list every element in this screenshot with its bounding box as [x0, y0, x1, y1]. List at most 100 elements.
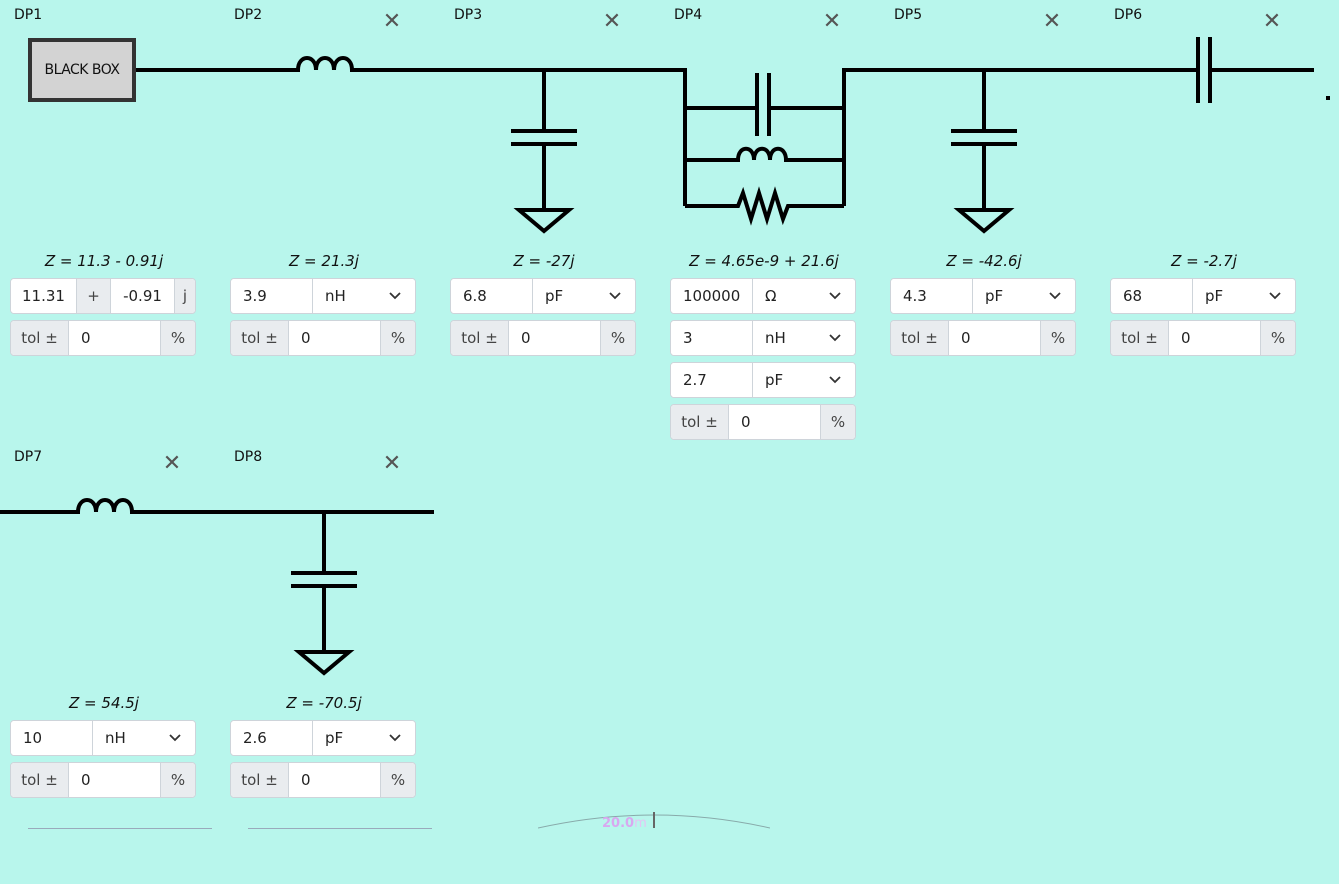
parallel-rlc-symbol	[660, 68, 880, 226]
dp7-unit-select[interactable]: nH	[93, 721, 195, 755]
shunt-capacitor-symbol	[291, 512, 357, 676]
dp6-tol-unit: %	[1261, 321, 1295, 355]
chevron-down-icon	[1049, 292, 1061, 300]
dp2-schematic	[220, 56, 440, 72]
dp3-unit-select[interactable]: pF	[533, 279, 635, 313]
dp5-unit-select[interactable]: pF	[973, 279, 1075, 313]
dp2-unit-text: nH	[325, 287, 346, 305]
panel-dp6: DP6 ✕ Z = -2.7j pF tol ± %	[1100, 0, 1330, 442]
chevron-down-icon	[609, 292, 621, 300]
dp7-impedance: Z = 54.5j	[69, 694, 139, 712]
dp7-schematic	[0, 498, 220, 514]
chevron-down-icon	[829, 376, 841, 384]
dp4-label: DP4	[674, 7, 703, 23]
dp1-tol-unit: %	[161, 321, 195, 355]
dp6-tol-input[interactable]	[1169, 321, 1261, 355]
dp4-capacitance-input[interactable]	[671, 363, 753, 397]
next-row-stub	[248, 828, 432, 829]
port-dot	[1326, 96, 1330, 100]
dp4-schematic	[660, 68, 880, 226]
chevron-down-icon	[389, 292, 401, 300]
dp1-impedance: Z = 11.3 - 0.91j	[44, 252, 164, 270]
dp5-value-input[interactable]	[891, 279, 973, 313]
dp5-tolerance-group: tol ± %	[890, 320, 1076, 356]
dp3-tolerance-group: tol ± %	[450, 320, 636, 356]
dp5-value-group: pF	[890, 278, 1076, 314]
dp8-unit-select[interactable]: pF	[313, 721, 415, 755]
dp8-tol-unit: %	[381, 763, 415, 797]
dp2-tol-unit: %	[381, 321, 415, 355]
dp6-close-icon[interactable]: ✕	[1262, 9, 1282, 34]
dp8-value-input[interactable]	[231, 721, 313, 755]
dp4-resistance-group: Ω	[670, 278, 856, 314]
dp5-tol-unit: %	[1041, 321, 1075, 355]
dp4-tol-input[interactable]	[729, 405, 821, 439]
dp4-capacitance-unit-text: pF	[765, 371, 784, 389]
dp1-imag-input[interactable]	[111, 279, 175, 313]
black-box[interactable]: BLACK BOX	[28, 38, 136, 102]
dp6-tolerance-group: tol ± %	[1110, 320, 1296, 356]
dp4-inductance-input[interactable]	[671, 321, 753, 355]
dp7-unit-text: nH	[105, 729, 126, 747]
dp2-label: DP2	[234, 7, 263, 23]
dp6-tol-label: tol ±	[1111, 321, 1169, 355]
dp5-tol-label: tol ±	[891, 321, 949, 355]
dp5-tol-input[interactable]	[949, 321, 1041, 355]
dp1-plus-sign: +	[77, 279, 111, 313]
wavelength-scale[interactable]: 20.0m	[538, 808, 770, 842]
dp6-label: DP6	[1114, 7, 1143, 23]
panel-dp4: DP4 ✕ Z = 4.65e-9 + 21.6j Ω nH	[660, 0, 880, 442]
dp4-tol-unit: %	[821, 405, 855, 439]
dp2-close-icon[interactable]: ✕	[382, 9, 402, 34]
dp8-tol-input[interactable]	[289, 763, 381, 797]
dp3-tol-input[interactable]	[509, 321, 601, 355]
dp4-resistance-unit-select[interactable]: Ω	[753, 279, 855, 313]
series-inductor-symbol	[220, 56, 440, 72]
dp6-impedance: Z = -2.7j	[1171, 252, 1237, 270]
dp2-tol-input[interactable]	[289, 321, 381, 355]
dp6-unit-select[interactable]: pF	[1193, 279, 1295, 313]
dp8-schematic	[220, 510, 434, 676]
dp8-label: DP8	[234, 449, 263, 465]
dp4-inductance-unit-text: nH	[765, 329, 786, 347]
panel-dp5: DP5 ✕ Z = -42.6j pF tol ± %	[880, 0, 1100, 442]
dp3-label: DP3	[454, 7, 483, 23]
panel-dp3: DP3 ✕ Z = -27j pF tol ± %	[440, 0, 660, 442]
dp7-value-input[interactable]	[11, 721, 93, 755]
chevron-down-icon	[829, 334, 841, 342]
dp5-close-icon[interactable]: ✕	[1042, 9, 1062, 34]
dp6-schematic	[1100, 37, 1330, 103]
dp8-unit-text: pF	[325, 729, 344, 747]
dp7-tol-input[interactable]	[69, 763, 161, 797]
dp4-capacitance-unit-select[interactable]: pF	[753, 363, 855, 397]
dp4-resistance-input[interactable]	[671, 279, 753, 313]
dp4-close-icon[interactable]: ✕	[822, 9, 842, 34]
dp1-tol-input[interactable]	[69, 321, 161, 355]
series-inductor-symbol	[0, 498, 220, 514]
scale-unit: m	[634, 816, 647, 831]
dp1-tolerance-group: tol ± %	[10, 320, 196, 356]
dp4-inductance-unit-select[interactable]: nH	[753, 321, 855, 355]
dp3-close-icon[interactable]: ✕	[602, 9, 622, 34]
shunt-capacitor-symbol	[511, 70, 577, 234]
dp3-value-input[interactable]	[451, 279, 533, 313]
dp1-tol-label: tol ±	[11, 321, 69, 355]
dp2-unit-select[interactable]: nH	[313, 279, 415, 313]
panel-dp2: DP2 ✕ Z = 21.3j nH tol ± %	[220, 0, 440, 442]
panel-dp8: DP8 ✕ Z = -70.5j pF tol ± %	[220, 442, 440, 884]
dp8-value-group: pF	[230, 720, 416, 756]
dp8-close-icon[interactable]: ✕	[382, 451, 402, 476]
scale-arc	[538, 812, 770, 829]
dp8-impedance: Z = -70.5j	[286, 694, 362, 712]
dp7-tolerance-group: tol ± %	[10, 762, 196, 798]
dp5-unit-text: pF	[985, 287, 1004, 305]
dp7-close-icon[interactable]: ✕	[162, 451, 182, 476]
dp6-value-input[interactable]	[1111, 279, 1193, 313]
scale-readout: 20.0m	[602, 816, 647, 831]
chevron-down-icon	[389, 734, 401, 742]
dp2-value-input[interactable]	[231, 279, 313, 313]
dp2-value-group: nH	[230, 278, 416, 314]
chevron-down-icon	[829, 292, 841, 300]
dp1-label: DP1	[14, 7, 43, 23]
dp1-real-input[interactable]	[11, 279, 77, 313]
